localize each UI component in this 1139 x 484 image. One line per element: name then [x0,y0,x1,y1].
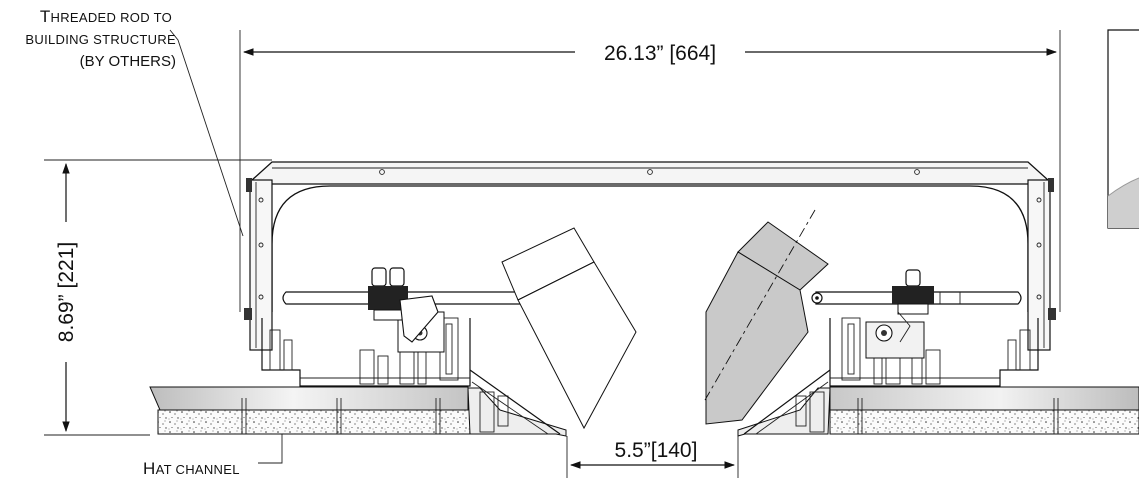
rod-callout-line3: (BY OTHERS) [80,53,176,70]
screw-hole-2 [647,169,653,175]
reflector-track-right [743,369,831,435]
width-dimension: 26.13” [664] [239,30,1061,312]
width-dimension-label: 26.13” [664] [604,42,716,65]
clip-right-bottom [1048,308,1056,320]
clip-left-bottom [244,308,252,320]
driver-box-right [865,321,925,359]
screw-hole-3 [914,169,920,175]
opening-dimension: 5.5”[140] [566,436,739,478]
reflector-left-lower [517,261,637,430]
hat-channel-right [829,386,1139,411]
threaded-rod-callout: THREADED ROD TO BUILDING STRUCTURE (BY O… [25,7,244,237]
housing-inner-liner [271,185,1029,312]
ceiling-assembly [149,386,1139,437]
ceiling-tile-right [829,409,1139,435]
hat-channel-label: HAT CHANNEL [143,459,240,478]
trim-details [479,391,825,433]
height-dimension-label: 8.69” [221] [55,242,78,342]
reflector-track-left [469,369,561,435]
ceiling-tile-left [157,409,471,435]
reflector-left [501,227,637,430]
rod-callout-line1: THREADED ROD TO [40,7,172,26]
hat-channel-left [149,386,469,411]
housing-top-plate [251,161,1049,185]
opening-label-bg [598,437,716,463]
knob-left [368,267,439,343]
reflector-right-lower [705,251,809,425]
trim-frame-left [467,387,567,437]
inset-photo-frame [1107,29,1139,229]
height-dimension: 8.69” [221] [44,159,272,436]
housing-side-left [249,179,273,351]
rod-callout-line2: BUILDING STRUCTURE [25,32,176,47]
reflector-right [704,209,829,425]
clip-left-top [246,178,252,192]
clip-right-top [1048,178,1054,192]
fixture-housing [244,161,1056,351]
aiming-centerline [704,209,816,401]
knob-right [892,269,934,343]
screw-hole-1 [379,169,385,175]
opening-dimension-label: 5.5”[140] [615,439,698,462]
rod-leader-line [169,29,244,237]
channel-studs [241,398,1059,434]
housing-side-right [1027,179,1051,351]
